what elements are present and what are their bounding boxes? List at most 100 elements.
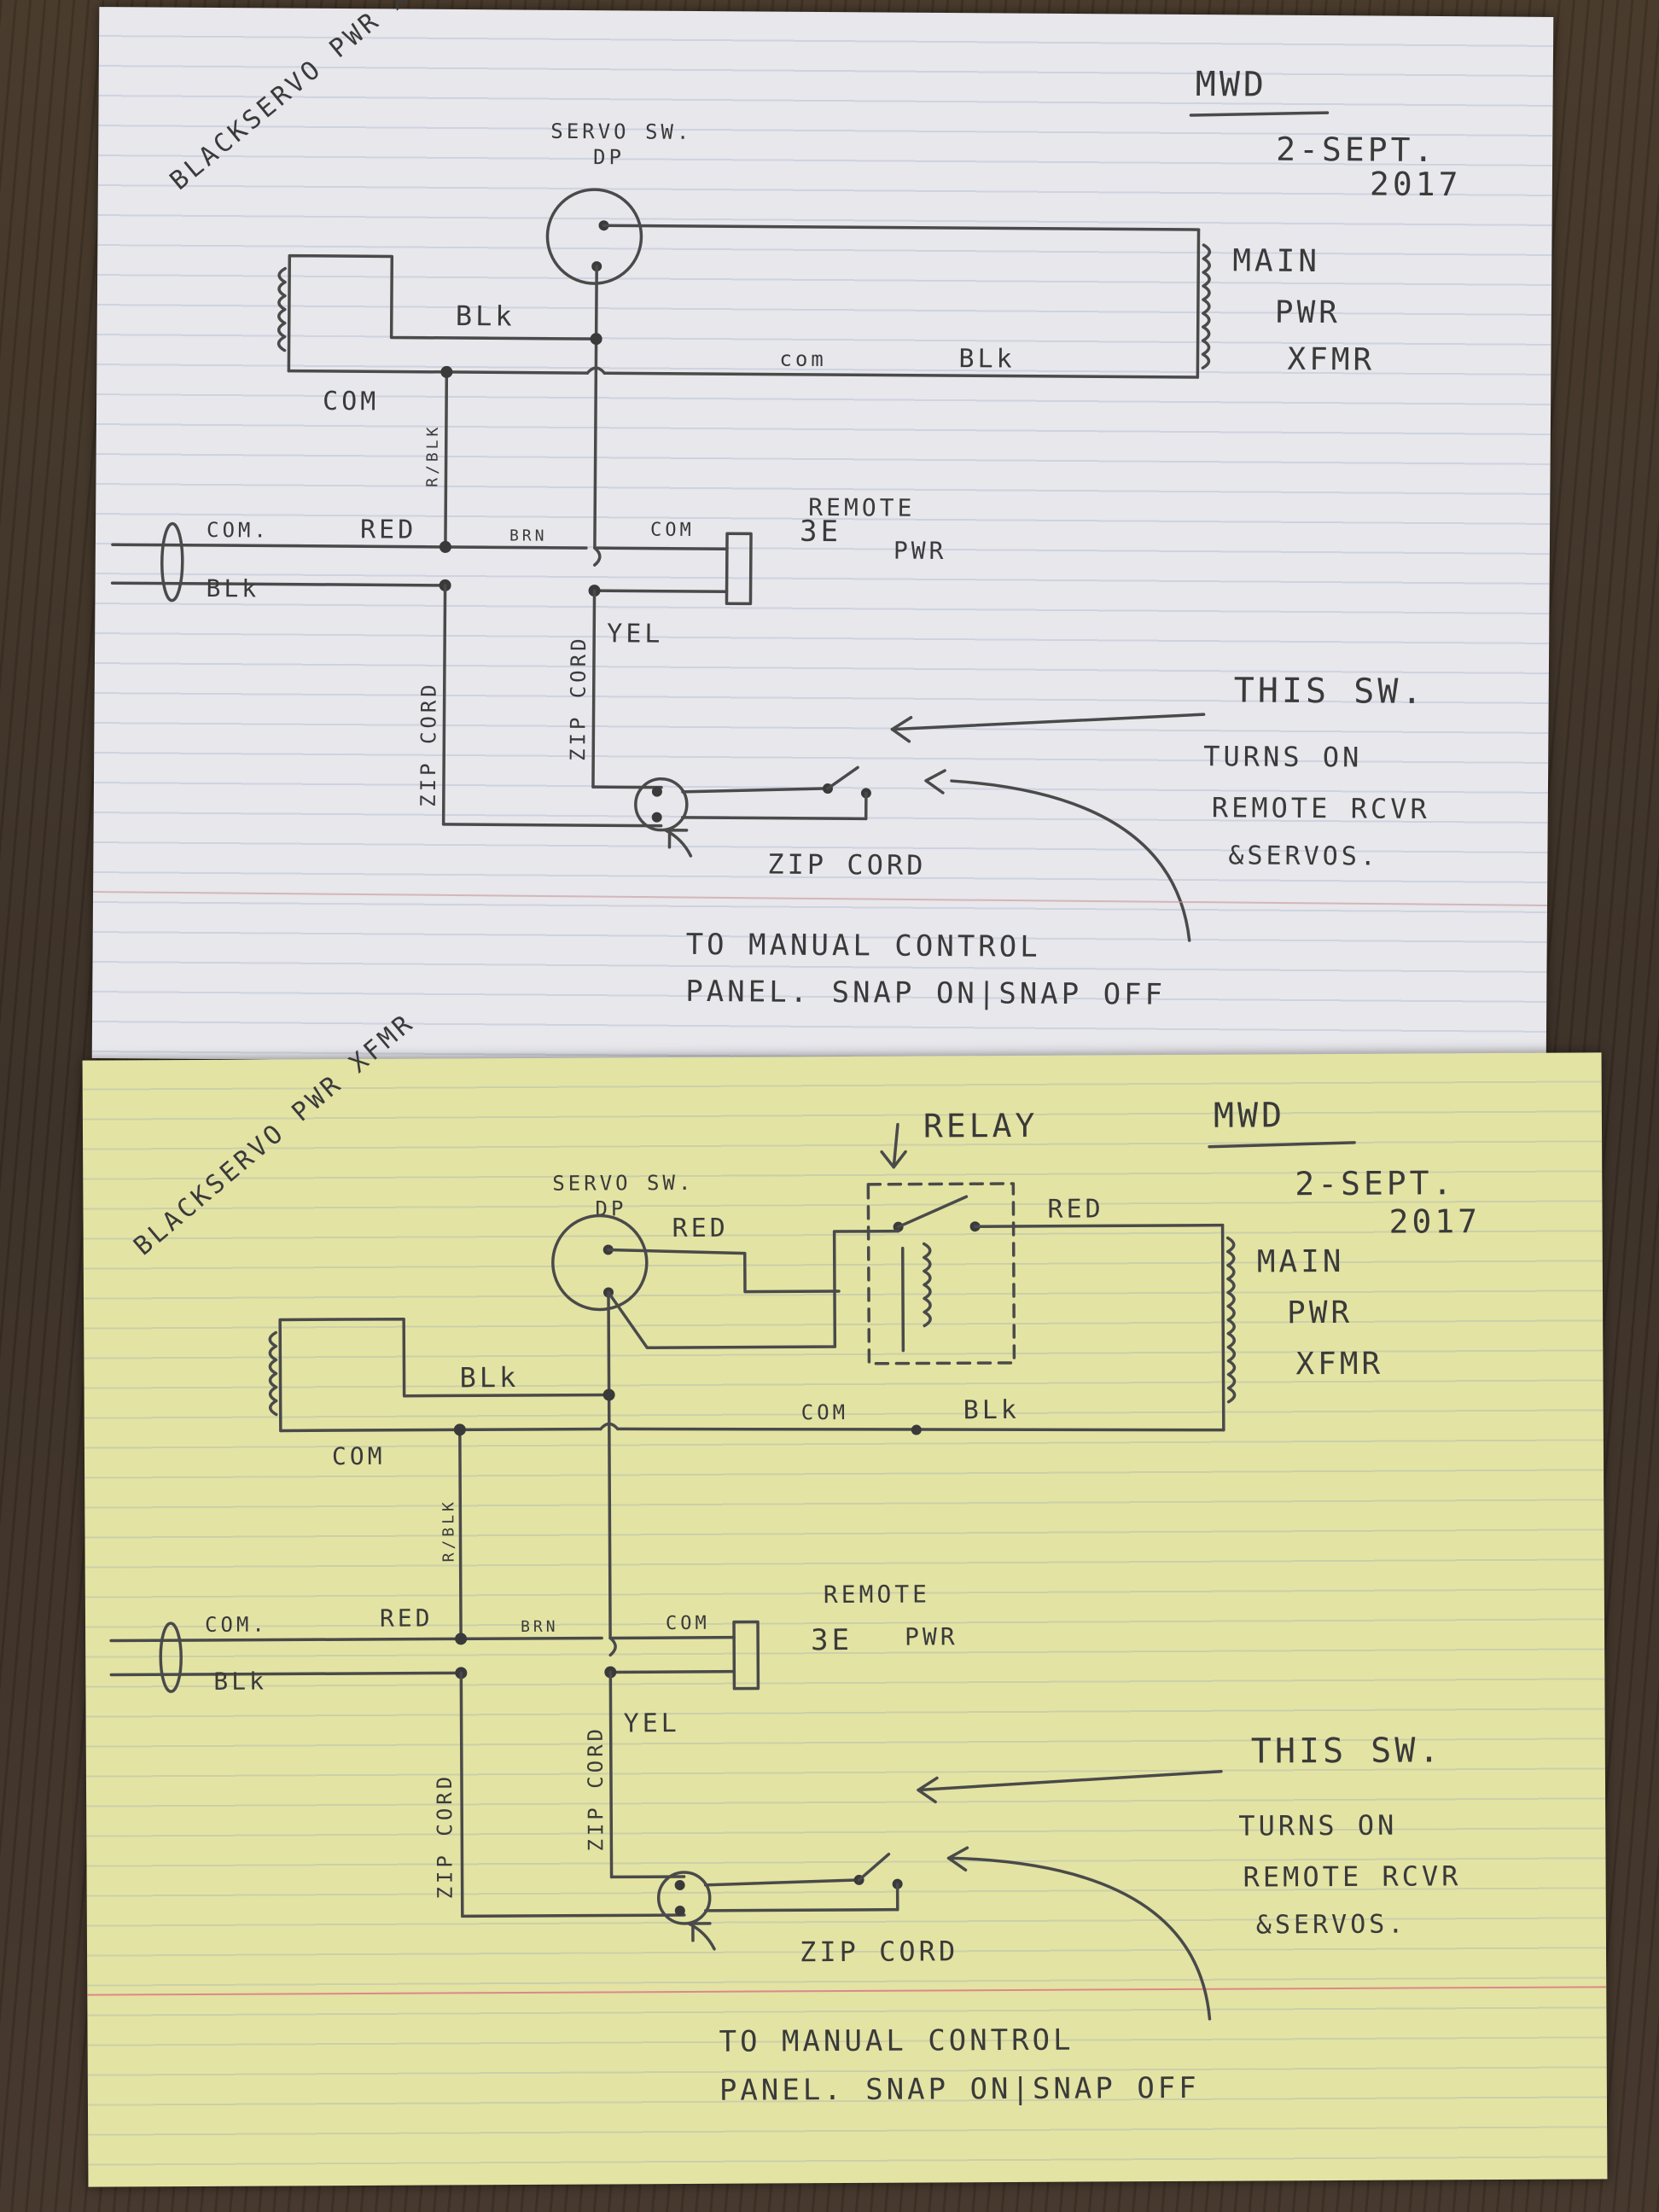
- initials-underline: [1189, 111, 1330, 117]
- cable-brn-label: BRN: [509, 527, 548, 544]
- wiring-diagram-pencil: MWD 2-SEPT. 2017 BLACKSERVO PWR XFMR SER…: [93, 0, 1548, 1012]
- white-paper-sheet: MWD 2-SEPT. 2017 BLACKSERVO PWR XFMR SER…: [91, 0, 1554, 1068]
- servo-switch-symbol: [545, 188, 643, 285]
- wire-com-left-label: COM: [332, 1442, 386, 1470]
- wire-yel-label: YEL: [624, 1708, 680, 1738]
- cable-brn-label: BRN: [521, 1618, 559, 1636]
- relay-coil: [922, 1242, 932, 1328]
- zip-cord-label: ZIP CORD: [767, 848, 926, 882]
- wire-red-right-label: RED: [1047, 1194, 1103, 1224]
- wire-switch-to-main-xfmr: [602, 224, 1201, 231]
- black-servo-transformer-label: BLACKSERVO PWR XFMR: [165, 0, 459, 196]
- bottom-note-line2: PANEL. SNAP ON|SNAP OFF: [685, 975, 1166, 1012]
- wire-to-remote-yel: [608, 1669, 736, 1674]
- date-label-line1: 2-SEPT.: [1295, 1164, 1455, 1202]
- note-line2: TURNS ON: [1238, 1809, 1397, 1842]
- zip-cord-connector: [656, 1871, 712, 1925]
- bottom-note-line1: TO MANUAL CONTROL: [686, 928, 1041, 964]
- main-transformer-label-line1: MAIN: [1257, 1244, 1345, 1280]
- note-arrowhead: [917, 1776, 939, 1804]
- wire-crossover: [593, 546, 602, 567]
- zip-cord-label: ZIP CORD: [800, 1935, 958, 1968]
- wire-r-blk: [458, 1428, 463, 1641]
- wire-red-right: [973, 1223, 1225, 1228]
- servo-switch-label-line1: SERVO SW.: [550, 119, 692, 144]
- wire-cable-blk: [110, 581, 447, 587]
- note-arrowhead: [890, 715, 913, 743]
- remote-power-label-line1: REMOTE: [808, 493, 915, 522]
- zip-cord-arrow: [663, 828, 693, 858]
- remote-com-label: COM: [650, 520, 695, 541]
- relay-arrow: [880, 1122, 907, 1169]
- zip-cord-left-label: ZIP CORD: [433, 1773, 457, 1900]
- remote-3e-label: 3E: [811, 1623, 853, 1657]
- date-label-line2: 2017: [1370, 165, 1462, 203]
- zip-cord-right-label: ZIP CORD: [584, 1726, 608, 1852]
- junction-dot: [453, 1423, 466, 1436]
- note-line3: REMOTE RCVR: [1243, 1860, 1461, 1893]
- wire-cable-com-red: [111, 543, 588, 550]
- main-transformer-label-line1: MAIN: [1232, 243, 1320, 279]
- main-transformer-label-line2: PWR: [1275, 295, 1341, 331]
- main-transformer-label-line2: PWR: [1287, 1295, 1353, 1330]
- wire-switch-down: [607, 1290, 612, 1640]
- note-line2: TURNS ON: [1203, 740, 1362, 773]
- wire-segment: [680, 816, 868, 821]
- note-line1: THIS SW.: [1251, 1731, 1443, 1771]
- junction-dot: [602, 1388, 615, 1401]
- wire-segment: [704, 1907, 899, 1912]
- date-label-line1: 2-SEPT.: [1276, 131, 1436, 169]
- wire-cable-blk: [109, 1671, 463, 1677]
- cable-end-symbol: [159, 1621, 183, 1693]
- note-arrow: [890, 713, 1206, 731]
- zip-cord-arrow: [687, 1922, 716, 1951]
- wire-blk-top: [287, 253, 598, 373]
- wire-segment: [441, 823, 663, 828]
- wire-segment: [703, 1878, 861, 1887]
- note-arrow-curved: [924, 769, 1191, 942]
- date-label-line2: 2017: [1388, 1202, 1481, 1241]
- wire-com-left: [287, 369, 590, 375]
- wire-segment: [900, 1246, 905, 1353]
- connector-pin: [674, 1880, 685, 1891]
- main-pwr-xfmr-coil: [1201, 243, 1212, 370]
- cable-com-label: COM.: [205, 1613, 268, 1637]
- note-line4: &SERVOS.: [1256, 1910, 1407, 1941]
- wire-com-left-label: COM: [323, 387, 379, 416]
- black-servo-xfmr-coil: [268, 1330, 278, 1417]
- cable-blk-label: BLk: [206, 574, 259, 602]
- cable-red-label: RED: [360, 515, 416, 544]
- black-servo-xfmr-coil: [276, 266, 287, 352]
- initials-label: MWD: [1214, 1096, 1285, 1135]
- initials-label: MWD: [1196, 65, 1268, 105]
- wire-blk-top: [278, 1317, 611, 1433]
- note-arrow: [917, 1769, 1223, 1792]
- wire-cable-com-red: [109, 1636, 603, 1643]
- zip-cord-connector: [634, 777, 689, 832]
- wire-to-remote-com: [608, 1635, 736, 1640]
- wire-zip-cord-left: [441, 584, 447, 826]
- margin-rule: [87, 1986, 1607, 1996]
- servo-switch-label-line1: SERVO SW.: [552, 1171, 694, 1196]
- wire-crossover: [608, 1636, 617, 1657]
- zip-cord-right-label: ZIP CORD: [566, 635, 591, 761]
- remote-power-label-line1: REMOTE: [824, 1580, 930, 1609]
- wire-zip-cord-right: [591, 589, 597, 789]
- junction-dot: [439, 540, 451, 553]
- connector-pin: [651, 812, 662, 823]
- wire-blk-right-label: BLk: [958, 344, 1015, 374]
- servo-switch-label-line2: DP: [593, 145, 625, 169]
- snap-switch-symbol: [826, 765, 859, 790]
- wire-segment: [591, 785, 663, 789]
- margin-rule: [93, 891, 1548, 906]
- wire-segment: [461, 1913, 686, 1918]
- wire-blk-label: BLk: [459, 1361, 519, 1394]
- remote-connector: [725, 532, 753, 606]
- wire-blk-right-label: BLk: [963, 1395, 1020, 1425]
- cable-blk-label: BLk: [213, 1668, 267, 1696]
- wire-to-remote-com: [593, 546, 729, 550]
- main-transformer-label-line3: XFMR: [1295, 1347, 1383, 1382]
- wire-com-blk-right: [602, 371, 1200, 379]
- cable-com-label: COM.: [207, 518, 270, 543]
- yellow-paper-sheet: MWD 2-SEPT. 2017 BLACKSERVO PWR XFMR SER…: [82, 1008, 1608, 2187]
